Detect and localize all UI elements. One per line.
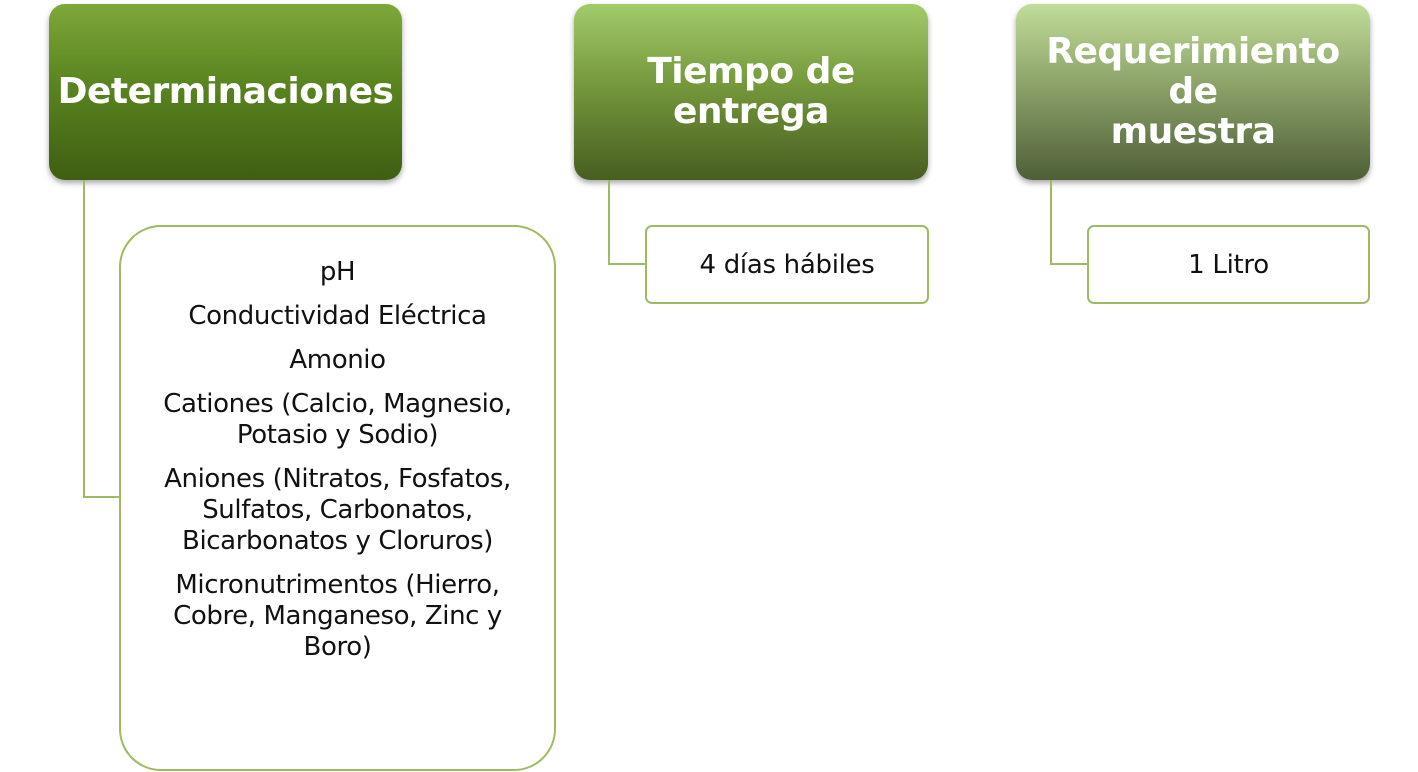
- determinaciones-list-box: pH Conductividad Eléctrica Amonio Cation…: [119, 225, 556, 771]
- determinacion-item: pH: [319, 257, 356, 287]
- header-tiempo-de-entrega-label: Tiempo de entrega: [647, 51, 855, 132]
- header-requerimiento-de-muestra: Requerimiento de muestra: [1016, 4, 1370, 180]
- determinacion-item: Micronutrimentos (Hierro, Cobre, Mangane…: [173, 570, 502, 662]
- tiempo-de-entrega-box: 4 días hábiles: [645, 225, 929, 304]
- tiempo-de-entrega-value: 4 días hábiles: [699, 249, 875, 280]
- header-determinaciones: Determinaciones: [49, 4, 402, 180]
- determinaciones-list: pH Conductividad Eléctrica Amonio Cation…: [121, 257, 554, 663]
- connector-determinaciones: [83, 180, 120, 498]
- header-tiempo-de-entrega: Tiempo de entrega: [574, 4, 928, 180]
- header-determinaciones-label: Determinaciones: [57, 71, 394, 112]
- determinacion-item: Amonio: [289, 345, 386, 375]
- header-requerimiento-de-muestra-label: Requerimiento de muestra: [1046, 31, 1340, 152]
- requerimiento-de-muestra-box: 1 Litro: [1087, 225, 1370, 304]
- requerimiento-de-muestra-value: 1 Litro: [1188, 249, 1269, 280]
- determinacion-item: Cationes (Calcio, Magnesio, Potasio y So…: [163, 389, 512, 450]
- determinacion-item: Aniones (Nitratos, Fosfatos, Sulfatos, C…: [164, 464, 511, 556]
- connector-tiempo-de-entrega: [608, 180, 646, 265]
- connector-requerimiento-de-muestra: [1050, 180, 1088, 265]
- determinacion-item: Conductividad Eléctrica: [188, 301, 487, 331]
